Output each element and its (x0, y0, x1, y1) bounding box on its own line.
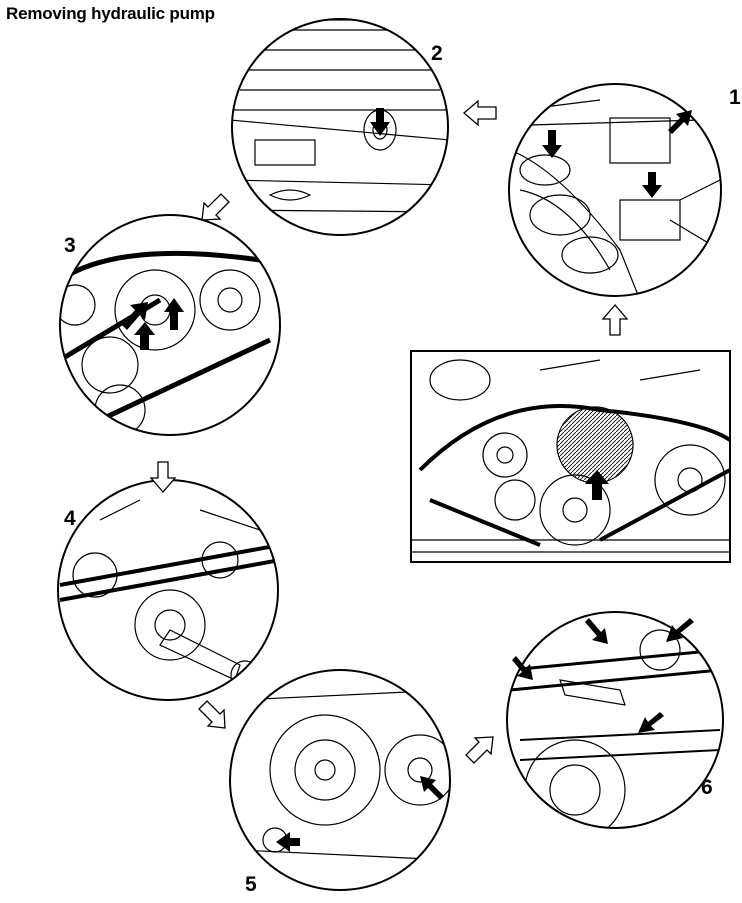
arrow-icon (420, 776, 444, 800)
arrow-icon (370, 108, 390, 136)
step-6-detail-circle (506, 611, 724, 829)
arrow-icon (666, 618, 694, 642)
step-1-detail-circle (508, 83, 722, 297)
page-title: Removing hydraulic pump (6, 4, 215, 23)
step-number-4: 4 (64, 507, 76, 530)
step-number-5: 5 (245, 873, 257, 896)
flow-arrow-up-right-icon (465, 736, 494, 764)
arrow-icon (585, 470, 609, 500)
arrow-icon (134, 322, 155, 350)
flow-arrow-left-icon (463, 99, 497, 127)
engine-overview-image (410, 350, 731, 563)
step-4-detail-circle (57, 479, 279, 701)
arrow-icon (668, 110, 692, 134)
flow-arrow-down-left-icon (201, 193, 230, 221)
arrow-icon (512, 656, 533, 680)
arrow-icon (122, 302, 148, 330)
arrow-icon (276, 832, 300, 852)
arrow-icon (642, 172, 662, 198)
step-3-detail-circle (59, 214, 281, 436)
step-2-detail-circle (231, 18, 449, 236)
step-5-detail-circle (229, 669, 451, 891)
arrow-icon (638, 712, 664, 733)
flow-arrow-down-right-icon (198, 700, 226, 729)
flow-arrow-up-icon (601, 304, 629, 336)
arrow-icon (585, 618, 608, 644)
step-number-1: 1 (729, 86, 741, 109)
step-number-3: 3 (64, 234, 76, 257)
step-number-6: 6 (701, 776, 713, 799)
arrow-icon (164, 298, 184, 330)
flow-arrow-down-icon (149, 461, 177, 493)
step-number-2: 2 (431, 42, 443, 65)
arrow-icon (542, 130, 562, 158)
